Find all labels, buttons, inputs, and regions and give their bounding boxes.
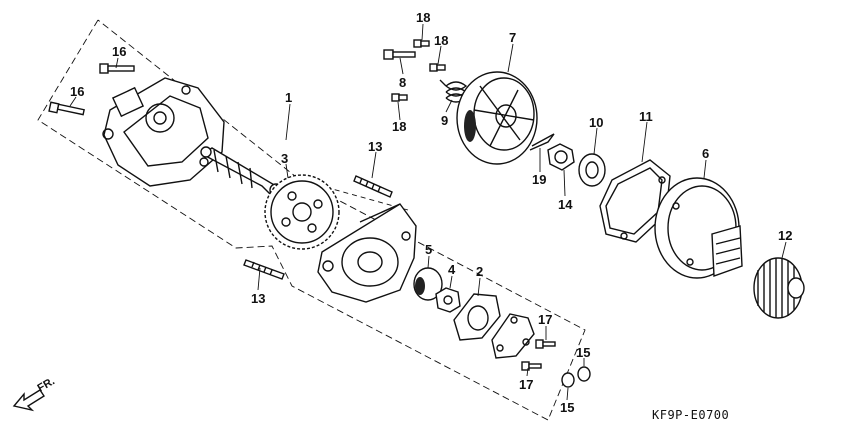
callout-19: 19: [532, 172, 546, 187]
callout-3: 3: [281, 151, 288, 166]
clip: [529, 133, 555, 151]
clutch-outer: [654, 177, 743, 279]
callout-4: 4: [448, 262, 456, 277]
starter-shaft: [200, 146, 283, 198]
bolt-8: [383, 49, 416, 60]
callout-1: 1: [285, 90, 292, 105]
callout-18-mid: 18: [434, 33, 448, 48]
callout-5: 5: [425, 242, 432, 257]
callout-8: 8: [399, 75, 406, 90]
outer-rotor: [435, 287, 461, 313]
spline-gear: [753, 257, 805, 319]
callout-17-lower: 17: [519, 377, 533, 392]
pin-18-top: [413, 39, 430, 48]
left-crankcase-cover: [102, 77, 225, 187]
nut: [547, 143, 575, 171]
driven-gear: [264, 174, 340, 250]
washer: [578, 153, 606, 187]
pin-18-low: [391, 93, 408, 102]
callout-13-lower: 13: [251, 291, 265, 306]
callout-2: 2: [476, 264, 483, 279]
callout-14: 14: [558, 197, 573, 212]
leader-lines: [69, 23, 787, 401]
starter-cover: [317, 203, 417, 303]
callout-18-top: 18: [416, 10, 430, 25]
bolt-13-lower: [243, 259, 285, 280]
bolt-16-upper: [99, 63, 135, 74]
pin-18-mid: [429, 63, 446, 72]
callout-11: 11: [639, 109, 653, 124]
callout-15-left: 15: [560, 400, 574, 415]
pump-body: [453, 293, 501, 341]
callout-15-right: 15: [576, 345, 590, 360]
screw-17-upper: [535, 339, 556, 349]
diagram-code: KF9P-E0700: [652, 408, 729, 422]
front-label: FR.: [36, 375, 57, 394]
callout-16-upper: 16: [112, 44, 126, 59]
gasket: [599, 159, 671, 243]
bolt-13-upper: [353, 175, 393, 198]
callout-10: 10: [589, 115, 603, 130]
callout-13-upper: 13: [368, 139, 382, 154]
callout-6: 6: [702, 146, 709, 161]
front-arrow: FR.: [12, 375, 57, 412]
screw-17-lower: [521, 361, 542, 371]
callout-12: 12: [778, 228, 792, 243]
pump-cover: [491, 313, 535, 359]
callout-17-upper: 17: [538, 312, 552, 327]
callout-9: 9: [441, 113, 448, 128]
callout-7: 7: [509, 30, 516, 45]
callout-labels: 16 16 1 3 13 13 18 18 8 18 9 7 19 14 10 …: [70, 10, 792, 415]
o-ring-15-left: [561, 372, 575, 388]
clutch-drum: [456, 71, 538, 165]
o-ring-15-right: [577, 366, 591, 382]
bolt-16-lower: [48, 101, 85, 116]
callout-16-lower: 16: [70, 84, 84, 99]
callout-18-low: 18: [392, 119, 406, 134]
